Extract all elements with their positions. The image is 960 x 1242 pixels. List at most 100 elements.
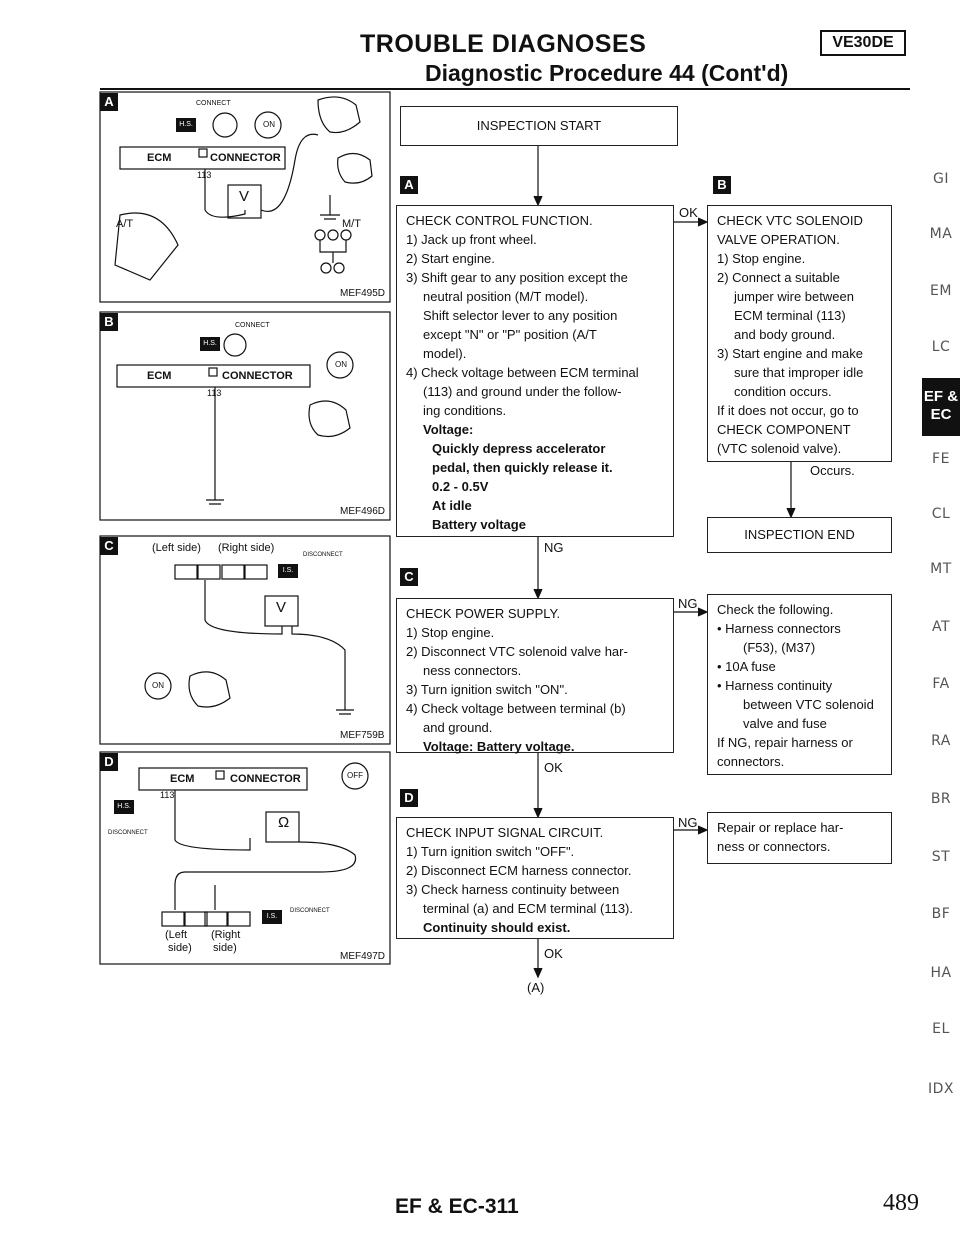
section-tab-ra[interactable]: RA [931,733,951,749]
ok-label-d: OK [544,946,563,961]
fig-b-terminal: 113 [207,388,222,398]
section-tab-fe[interactable]: FE [932,451,950,467]
section-tab-active[interactable]: EF &EC [922,378,960,436]
step-a-box: CHECK CONTROL FUNCTION.1) Jack up front … [396,205,674,537]
text-line: and body ground. [734,327,836,342]
fig-a-code: MEF495D [340,288,386,299]
fig-a-terminal: 113 [197,170,212,180]
text-line: 4) Check voltage between terminal (b) [406,701,626,716]
fig-d-disconnect-label-2: DISCONNECT [290,908,330,914]
check-following-text: Check the following.• Harness connectors… [717,600,882,771]
fig-b-engine [308,400,351,438]
text-line: If it does not occur, go to [717,403,859,418]
inspection-end-box: INSPECTION END [707,517,892,553]
text-line: pedal, then quickly release it. [432,460,613,475]
text-line: 3) Start engine and make [717,346,863,361]
figure-a-frame [99,91,391,303]
section-tab-at[interactable]: AT [931,619,951,635]
ok-label-c: OK [544,760,563,775]
fig-c-ignition-on: ON [152,681,164,690]
text-line: CHECK COMPONENT [717,422,851,437]
text-line: 4) Check voltage between ECM terminal [406,365,639,380]
fig-d-disconnect-label-1: DISCONNECT [108,830,148,836]
occurs-label: Occurs. [810,463,855,478]
text-line: 2) Start engine. [406,251,495,266]
text-line: Check the following. [717,602,834,617]
fig-c-disconnect-label: DISCONNECT [303,552,343,558]
section-tab-ha[interactable]: HA [930,965,952,981]
text-line: 0.2 - 0.5V [432,479,489,494]
text-line: 2) Disconnect VTC solenoid valve har- [406,644,628,659]
text-line: sure that improper idle [734,365,864,380]
fig-a-connector-label: CONNECTOR [210,152,281,164]
fig-d-right: (Right [211,929,241,941]
section-tab-br[interactable]: BR [930,791,952,807]
text-line: ECM terminal (113) [734,308,846,323]
step-d-text: CHECK INPUT SIGNAL CIRCUIT.1) Turn ignit… [406,823,664,937]
text-line: • 10A fuse [717,659,776,674]
section-tab-idx[interactable]: IDX [928,1081,954,1097]
step-c-text: CHECK POWER SUPPLY. 1) Stop engine. 2) Dis… [406,604,664,756]
check-following-box: Check the following.• Harness connectors… [707,594,892,775]
text-line: model). [423,346,467,361]
fig-d-left2: side) [168,942,192,954]
section-tab-mt[interactable]: MT [930,561,952,577]
text-line: neutral position (M/T model). [423,289,589,304]
fig-a-shifter [114,212,179,281]
text-line: If NG, repair harness or [717,735,853,750]
text-line: At idle [432,498,472,513]
header-rule [100,88,910,90]
section-tab-fa[interactable]: FA [932,676,950,692]
step-d-box: CHECK INPUT SIGNAL CIRCUIT.1) Turn ignit… [396,817,674,939]
fig-d-hs-icon: H.S. [114,800,134,814]
fig-b-ignition-on: ON [335,360,347,369]
fig-a-at-label: A/T [116,218,134,230]
figure-d-mark: D [100,753,118,771]
section-tab-bf[interactable]: BF [931,906,951,922]
text-line: ing conditions. [423,403,507,418]
fig-c-voltmeter [264,595,299,627]
fig-d-meter-symbol: Ω [278,814,290,831]
fig-a-meter-symbol: V [239,188,250,205]
figure-a-mark: A [100,93,118,111]
step-c-mark: C [400,568,418,586]
engine-badge: VE30DE [820,30,906,56]
text-line: between VTC solenoid [743,697,874,712]
inspection-start-box: INSPECTION START [400,106,678,146]
fig-b-hs-icon: H.S. [200,337,220,351]
fig-a-voltmeter [227,184,262,219]
text-line: condition occurs. [734,384,832,399]
text-line: 1) Stop engine. [406,625,495,640]
section-tab-em[interactable]: EM [930,283,952,299]
fig-d-ohmmeter [265,811,300,843]
figure-c-mark: C [100,537,118,555]
section-tab-cl[interactable]: CL [931,506,951,522]
text-line: (VTC solenoid valve). [717,441,842,456]
section-tab-el[interactable]: EL [932,1021,950,1037]
text-line: ness or connectors. [717,839,831,854]
text-line: Quickly depress accelerator [432,441,606,456]
page-number: 489 [883,1190,919,1216]
section-tab-lc[interactable]: LC [931,339,951,355]
section-tab-ma[interactable]: MA [929,226,953,242]
text-line: (113) and ground under the follow- [423,384,622,399]
repair-text: Repair or replace har-ness or connectors… [717,818,882,856]
text-line: 1) Stop engine. [717,251,806,266]
figure-b-frame [99,311,391,521]
fig-b-ecm-connector [116,364,311,388]
text-line: CHECK POWER SUPPLY. [406,606,561,621]
text-line: • Harness continuity [717,678,833,693]
section-tab-st[interactable]: ST [931,849,951,865]
step-b-mark: B [713,176,731,194]
continue-marker: (A) [527,980,545,995]
text-line: ness connectors. [423,663,522,678]
fig-b-ecm-label: ECM [147,370,172,382]
fig-a-mt-label: M/T [342,218,361,230]
figure-b-mark: B [100,313,118,331]
page-title: TROUBLE DIAGNOSES [360,30,647,58]
text-line: Continuity should exist. [423,920,571,935]
text-line: Shift selector lever to any position [423,308,618,323]
fig-a-connect-label: CONNECT [196,100,231,107]
text-line: CHECK INPUT SIGNAL CIRCUIT. [406,825,604,840]
section-tab-gi[interactable]: GI [933,171,949,187]
